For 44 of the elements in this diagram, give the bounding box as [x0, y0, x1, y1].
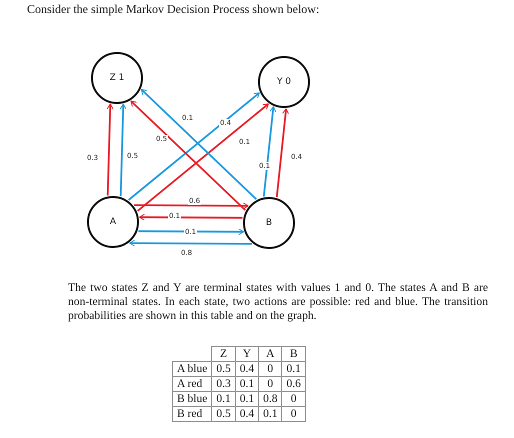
table-cell: 0.1 [212, 392, 236, 406]
table-cell: 0.1 [282, 362, 306, 376]
arrow [130, 100, 246, 211]
arrow [138, 228, 244, 236]
table-cell: 0 [258, 362, 282, 376]
arrow [276, 108, 290, 198]
state-label: B [266, 218, 272, 228]
state-circle [243, 197, 295, 249]
arrow [262, 106, 276, 197]
table-cell: 0.3 [212, 376, 236, 392]
table-cell: 0.4 [235, 362, 259, 376]
row-header: B red [172, 406, 212, 422]
state-circle [258, 56, 310, 108]
state-label: Y 0 [276, 77, 292, 87]
arrow [134, 202, 249, 210]
arrow [137, 103, 269, 212]
table-cell: 0.1 [258, 406, 282, 422]
table-cell: 0 [258, 376, 282, 392]
arrow [120, 104, 127, 196]
state-label: Z 1 [110, 73, 124, 83]
arrow [106, 104, 114, 196]
state-circle [91, 52, 143, 104]
arrow [129, 240, 252, 247]
state-circle [87, 196, 139, 248]
table-cell: 0.6 [282, 376, 306, 392]
column-header: A [258, 346, 282, 362]
heading-text: Consider the simple Markov Decision Process shown below: [27, 2, 320, 17]
table-cell: 0.1 [235, 376, 259, 392]
table-cell: 0.4 [235, 406, 259, 422]
column-header: B [282, 346, 306, 362]
table-cell: 0 [282, 406, 306, 422]
table-cell: 0.8 [258, 392, 282, 406]
table-cell: 0.1 [235, 392, 259, 406]
table-cell: 0.5 [212, 406, 236, 422]
arrow [139, 214, 242, 221]
column-header: Y [235, 346, 259, 362]
paragraph-text: The two states Z and Y are terminal states with values 1 and 0. The states A and B are non-terminal states. In each state, two actions are possible: red and blue. The transition probabilities are shown in this table and on the graph. [68, 281, 488, 323]
column-header: Z [212, 346, 236, 362]
row-header: B blue [172, 392, 212, 406]
row-header: A red [172, 376, 212, 392]
row-header: A blue [172, 362, 212, 376]
table-cell: 0 [282, 392, 306, 406]
state-label: A [110, 217, 116, 227]
table-cell: 0.5 [212, 362, 236, 376]
